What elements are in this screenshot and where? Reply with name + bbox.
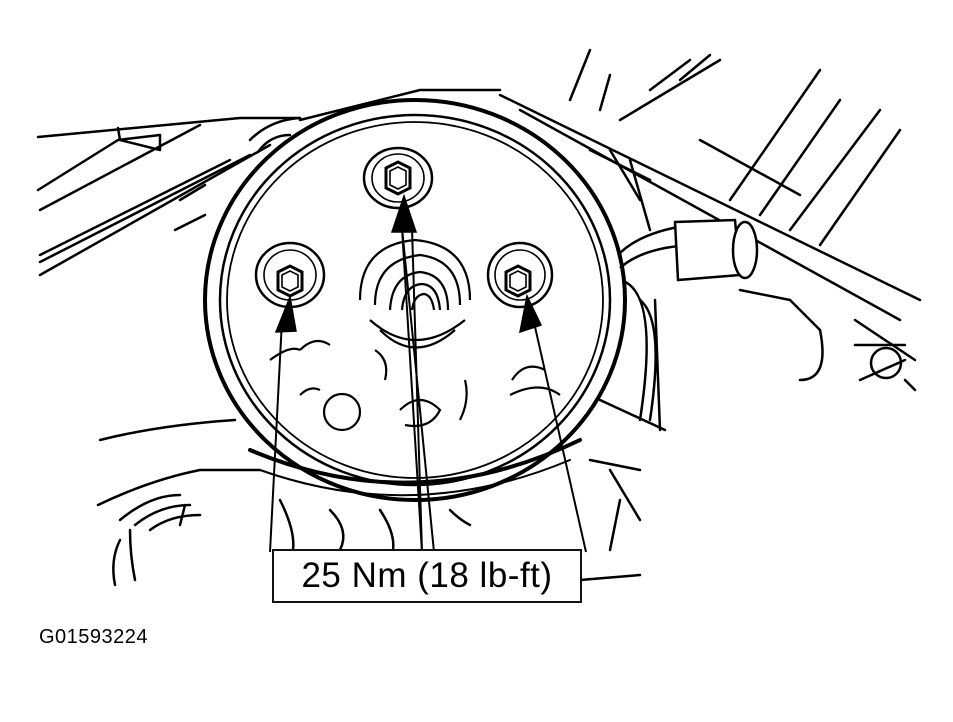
leader-left xyxy=(269,319,283,553)
figure-id-label: G01593224 xyxy=(39,626,149,648)
hose xyxy=(617,218,759,282)
bolt-right xyxy=(486,241,554,309)
arrowhead-top xyxy=(390,193,418,233)
arrowhead-left xyxy=(274,294,297,333)
leader-center-left xyxy=(401,227,423,553)
callout-leaders xyxy=(269,227,587,553)
torque-spec-label: 25 Nm (18 lb-ft) xyxy=(272,549,582,603)
torque-spec-text: 25 Nm (18 lb-ft) xyxy=(301,556,553,595)
bolt-top xyxy=(362,146,434,210)
engine-background-lines xyxy=(36,48,922,587)
arrowhead-right xyxy=(519,293,543,334)
pulley-hub-details xyxy=(269,238,561,432)
callout-arrowheads xyxy=(274,193,543,334)
leader-right xyxy=(532,317,587,553)
